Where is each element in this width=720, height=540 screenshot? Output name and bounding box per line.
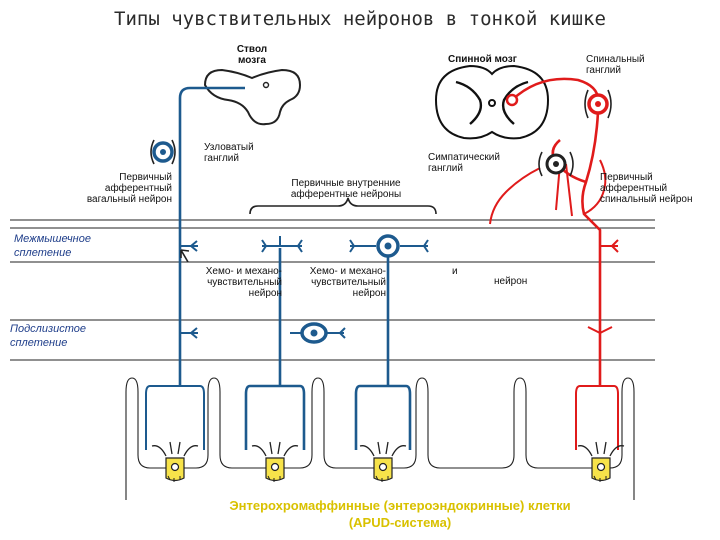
vagal-villus-endings	[145, 385, 205, 450]
mucosa-villi-outline	[125, 377, 635, 500]
dorsal-horn-terminal	[505, 93, 519, 107]
vagal-branch-submucosal	[180, 327, 198, 339]
ec-cell	[373, 457, 393, 482]
blue-neuron-somata	[152, 141, 400, 344]
ec-cell	[591, 457, 611, 482]
ec-cell	[165, 457, 185, 482]
enterochromaffin-cells	[165, 457, 611, 482]
ec-cell-endings	[151, 441, 625, 457]
label-chemo-mechano-neuron-1: Хемо- и механо- чувствительный нейрон	[205, 266, 282, 299]
blue-neurons	[145, 86, 429, 450]
spinal-branch-myenteric	[600, 239, 619, 253]
label-brainstem: Ствол мозга	[236, 44, 268, 66]
label-and: и	[452, 266, 458, 277]
ec-cells-label: Энтерохромаффинные (энтероэндокринные) к…	[229, 498, 571, 513]
label-chemo-mechano-neuron-2: Хемо- и механо- чувствительный нейрон	[309, 266, 386, 299]
label-nodose-ganglion: Узловатый ганглий	[204, 142, 254, 164]
ec-cells-caption: Энтерохромаффинные (энтероэндокринные) к…	[140, 497, 660, 531]
label-spinal-ganglion: Спинальный ганглий	[586, 54, 645, 76]
intrinsic-1-dendrites	[261, 236, 303, 253]
intrinsic-neurons-brace	[249, 197, 437, 215]
spinal-branch-submucosal	[587, 326, 613, 334]
spinal-cord-outline	[434, 64, 550, 140]
spinal-ganglion-bracket	[584, 89, 612, 119]
spinal-villus-endings	[575, 385, 619, 450]
red-spinal-neuron	[489, 77, 619, 450]
label-vagal-neuron: Первичный афферентный вагальный нейрон	[86, 172, 172, 205]
sympathetic-ganglion-bracket	[538, 151, 574, 177]
label-neuron: нейрон	[494, 276, 528, 287]
intrinsic-1-axon	[244, 248, 306, 450]
submucosal-neuron-processes	[290, 327, 346, 339]
diagram-title: Типы чувствительных нейронов в тонкой ки…	[114, 8, 606, 30]
intrinsic-2-dendrites	[349, 239, 429, 253]
nodose-ganglion-bracket	[150, 139, 176, 165]
label-submucosal-plexus: Подслизистое сплетение	[10, 323, 86, 349]
red-neuron-somata	[505, 93, 609, 175]
brainstem-outline	[203, 68, 302, 126]
ec-cell	[265, 457, 285, 482]
brainstem-nucleus	[262, 81, 270, 89]
label-sympathetic-ganglion: Симпатический ганглий	[428, 152, 500, 174]
label-spinal-cord: Спинной мозг	[448, 54, 517, 65]
spinal-central-process	[511, 77, 600, 101]
label-myenteric-plexus: Межмышечное сплетение	[14, 233, 91, 259]
spinal-branch-sweep	[489, 167, 541, 225]
vagal-axon	[178, 86, 245, 386]
tissue-layer-lines	[10, 219, 655, 361]
spinal-peripheral-process	[581, 111, 602, 386]
label-spinal-neuron: Первичный афферентный спинальный нейрон	[600, 172, 693, 205]
intrinsic-2-axon	[354, 256, 412, 450]
label-intrinsic-neurons: Первичные внутренние афферентные нейроны	[290, 178, 402, 200]
pointer-arrow	[180, 249, 190, 263]
vagal-branch-myenteric	[180, 240, 198, 252]
apud-label: (APUD-система)	[348, 515, 452, 530]
spinal-ascending	[583, 159, 607, 215]
